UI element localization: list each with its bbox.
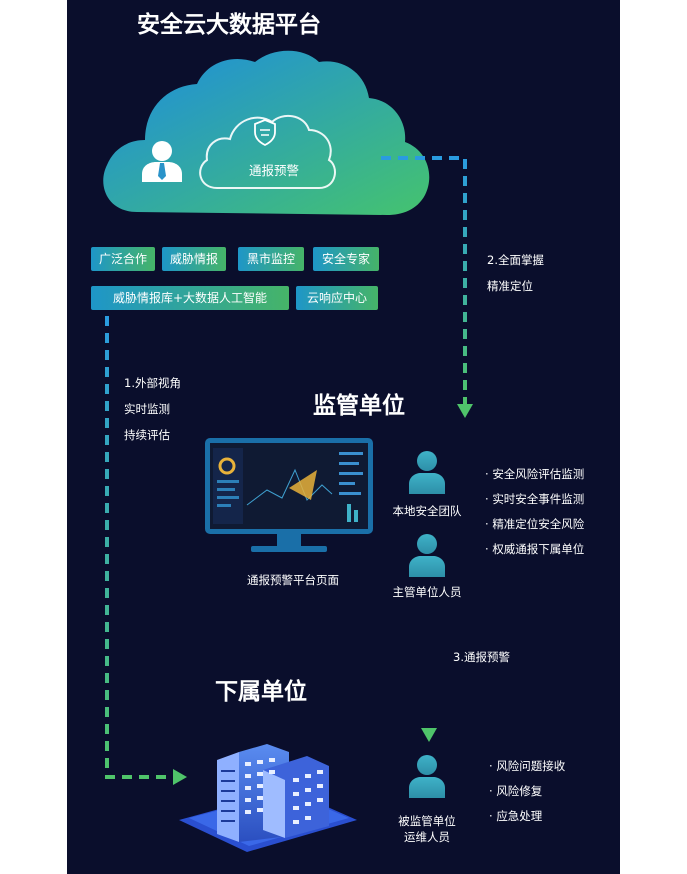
list-item: 安全风险评估监测 xyxy=(485,462,584,487)
tag-threat-intel: 威胁情报 xyxy=(162,247,226,271)
team-label: 本地安全团队 xyxy=(392,504,462,518)
tag-cooperation: 广泛合作 xyxy=(91,247,155,271)
connector-full-grasp xyxy=(381,156,467,404)
diagram-graphics xyxy=(103,50,473,852)
supervisor-title: 监管单位 xyxy=(313,393,405,419)
flow-mid-step: 3.通报预警 xyxy=(453,650,510,664)
person-icon xyxy=(409,451,445,494)
person-icon xyxy=(409,755,445,798)
diagram-panel: 安全云大数据平台 通报预警 广泛合作 威胁情报 黑市监控 安全专家 威胁情报库+… xyxy=(67,0,620,874)
tag-blackmarket: 黑市监控 xyxy=(238,247,304,271)
tag-cloud-response: 云响应中心 xyxy=(296,286,378,310)
cloud-label: 通报预警 xyxy=(248,163,299,178)
monitor-icon xyxy=(205,438,373,552)
supervisor-duties-list: 安全风险评估监测 实时安全事件监测 精准定位安全风险 权威通报下属单位 xyxy=(485,462,584,562)
building-icon xyxy=(179,744,357,852)
connector-external-view xyxy=(105,316,173,779)
list-item: 实时安全事件监测 xyxy=(485,487,584,512)
shield-icon xyxy=(254,119,276,147)
arrow-right-icon xyxy=(173,769,187,785)
list-item: 风险修复 xyxy=(489,779,565,804)
ops-duties-list: 风险问题接收 风险修复 应急处理 xyxy=(489,754,565,829)
flow-right-locate: 精准定位 xyxy=(487,279,533,293)
user-icon xyxy=(142,141,182,182)
list-item: 风险问题接收 xyxy=(489,754,565,779)
monitor-label: 通报预警平台页面 xyxy=(247,573,339,587)
flow-right-step: 2.全面掌握 xyxy=(487,253,544,267)
flow-left-realtime: 实时监测 xyxy=(124,402,170,416)
ops-label-line: 被监管单位 xyxy=(398,814,456,828)
manager-label: 主管单位人员 xyxy=(392,585,462,599)
subordinate-title: 下属单位 xyxy=(215,679,307,705)
ops-label-line: 运维人员 xyxy=(404,830,450,844)
list-item: 精准定位安全风险 xyxy=(485,512,584,537)
arrow-down-icon xyxy=(457,404,473,418)
tag-threat-db-ai: 威胁情报库+大数据人工智能 xyxy=(91,286,289,310)
cloud-shape xyxy=(103,50,430,216)
list-item: 应急处理 xyxy=(489,804,565,829)
arrow-down-icon xyxy=(421,728,437,742)
tag-experts: 安全专家 xyxy=(313,247,379,271)
flow-left-continuous: 持续评估 xyxy=(124,428,170,442)
person-icon xyxy=(409,534,445,577)
list-item: 权威通报下属单位 xyxy=(485,537,584,562)
flow-left-step: 1.外部视角 xyxy=(124,376,181,390)
platform-title: 安全云大数据平台 xyxy=(137,12,321,38)
ops-label: 被监管单位 运维人员 xyxy=(377,813,477,845)
